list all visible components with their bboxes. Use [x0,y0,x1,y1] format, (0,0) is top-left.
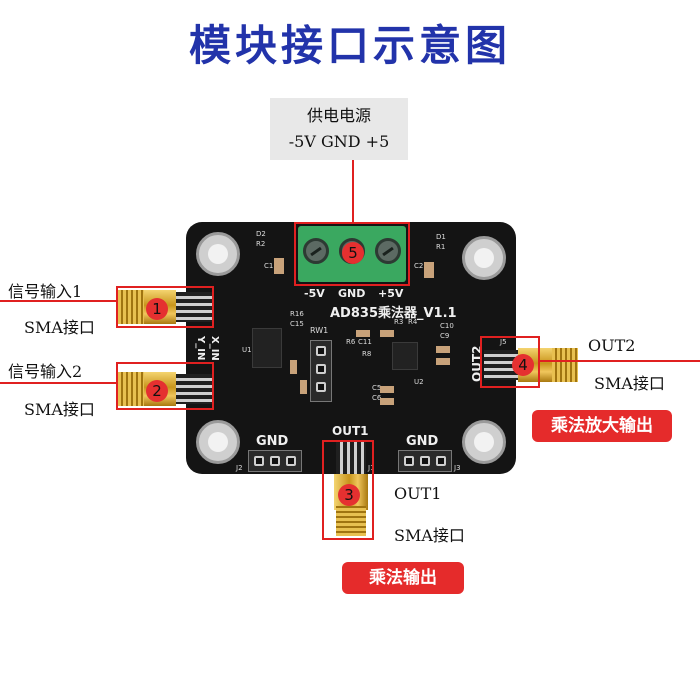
smd-part-7 [290,360,297,374]
input1-connector: SMA接口 [24,318,95,337]
power-supply-pins: -5V GND +5 [288,132,390,151]
sma-out1-pins [336,440,366,480]
silk-j3: J3 [454,464,461,472]
power-supply-label: 供电电源 [306,106,371,125]
out1-highlight [322,440,374,540]
terminal-screw-right [375,238,401,264]
silk-c5: C5 [372,384,382,392]
smd-part-4 [436,358,450,365]
marker-5: 5 [342,242,364,264]
silk-j5: J5 [500,338,507,346]
silk-u1: U1 [242,346,252,354]
input1-leader-line [0,300,116,302]
silk-c11: C11 [358,338,372,346]
gnd-left-pin-1 [254,456,264,466]
marker-3: 3 [338,484,360,506]
input2-leader-line [0,382,116,384]
silk-r8: R8 [362,350,372,358]
silk-out1: OUT1 [332,424,369,438]
marker-4: 4 [512,354,534,376]
mounting-hole-top-right [462,236,506,280]
silk-y-in: Y_IN [195,336,206,361]
board-model-label: AD835乘法器_V1.1 [330,306,457,321]
mounting-hole-bottom-left [196,420,240,464]
rw1-pin-1 [316,346,326,356]
input1-name: 信号输入1 [8,282,83,301]
power-terminal-highlight [294,222,410,286]
out2-highlight [480,336,540,388]
gnd-right-pin-1 [404,456,414,466]
input1-highlight [116,286,214,328]
gnd-right-pin-2 [420,456,430,466]
out1-name: OUT1 [394,484,442,503]
silk-d2: D2 [256,230,266,238]
ic-u1 [252,328,282,368]
terminal-label-gnd: GND [338,287,366,300]
silk-r4: R4 [408,318,418,326]
silk-rw1: RW1 [310,326,329,335]
silk-gnd-right: GND [406,434,439,449]
smd-part-8 [300,380,307,394]
silk-x-in: X_IN [209,336,220,361]
ic-u2 [392,342,418,370]
terminal-label-pos5v: +5V [378,287,404,300]
terminal-label-neg5v: -5V [304,287,325,300]
gnd-left-pin-3 [286,456,296,466]
silk-gnd-left: GND [256,434,289,449]
silk-d1: D1 [436,233,446,241]
power-supply-label-box: 供电电源 -5V GND +5 [270,98,408,160]
silk-c2: C2 [414,262,424,270]
silk-j1: J1 [368,464,375,472]
smd-part-5 [380,386,394,393]
page-title: 模块接口示意图 [188,21,511,70]
mounting-hole-top-left [196,232,240,276]
silk-r1: R1 [436,243,446,251]
smd-c1 [274,258,284,274]
gnd-left-pin-2 [270,456,280,466]
smd-part-3 [436,346,450,353]
silk-r2: R2 [256,240,266,248]
smd-part-1 [356,330,370,337]
terminal-screw-left [303,238,329,264]
silk-c9: C9 [440,332,450,340]
input2-name: 信号输入2 [8,362,83,381]
sma-out1-thread [336,506,366,536]
sma-input1-pins [170,292,214,322]
gnd-right-pin-3 [436,456,446,466]
silk-u2: U2 [414,378,424,386]
silk-c15: C15 [290,320,304,328]
silk-r3: R3 [394,318,404,326]
out1-function-badge: 乘法输出 [342,562,464,594]
smd-part-2 [380,330,394,337]
smd-part-6 [380,398,394,405]
sma-input1-thread [118,290,144,324]
out2-name: OUT2 [588,336,636,355]
out2-connector: SMA接口 [594,374,665,393]
sma-input2-thread [118,372,144,406]
out1-connector: SMA接口 [394,526,465,545]
silk-c1: C1 [264,262,274,270]
rw1-pin-2 [316,364,326,374]
silk-c6: C6 [372,394,382,402]
rw1-pin-3 [316,382,326,392]
power-leader-line [352,160,354,222]
silk-r6: R6 [346,338,356,346]
input2-highlight [116,362,214,410]
out2-function-badge: 乘法放大输出 [532,410,672,442]
input2-connector: SMA接口 [24,400,95,419]
sma-out2-thread [552,348,578,382]
silk-c10: C10 [440,322,454,330]
mounting-hole-bottom-right [462,420,506,464]
marker-2: 2 [146,380,168,402]
marker-1: 1 [146,298,168,320]
out2-leader-line [540,360,700,362]
silk-j2: J2 [236,464,243,472]
smd-c2 [424,262,434,278]
sma-input2-pins [170,374,214,404]
silk-r16: R16 [290,310,304,318]
